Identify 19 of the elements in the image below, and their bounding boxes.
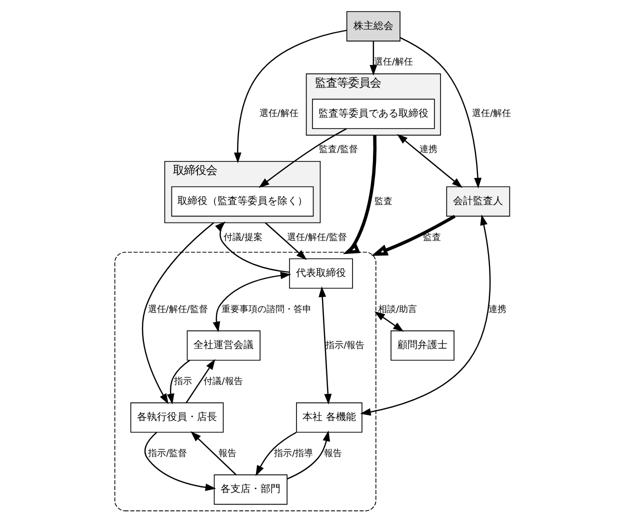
edge-label: 指示/指導 (274, 448, 313, 459)
edge-label: 連携 (419, 145, 438, 156)
edge-label: 監査/監督 (318, 145, 358, 156)
edge-label: 連携 (488, 304, 506, 315)
edge-label: 選任/解任/監督 (147, 304, 208, 315)
edge-label: 相談/助言 (378, 304, 417, 315)
edge-label: 付議/報告 (203, 376, 242, 387)
edge-label: 報告 (218, 448, 236, 459)
edge-label: 指示 (174, 376, 192, 387)
edge-label: 選任/解任 (373, 58, 412, 68)
edge-label: 重要事項の諮問・答申 (221, 304, 312, 315)
edge-label: 報告 (323, 448, 342, 459)
edge-label: 指示/報告 (325, 340, 364, 351)
edge-label: 選任/解任/監督 (286, 232, 346, 243)
edge-label: 監査 (374, 196, 392, 207)
edge-label: 選任/解任 (258, 109, 298, 120)
edge-label: 付議/提案 (222, 232, 262, 243)
edge-label: 選任/解任 (472, 109, 511, 120)
edge-label: 指示/監督 (148, 448, 187, 459)
